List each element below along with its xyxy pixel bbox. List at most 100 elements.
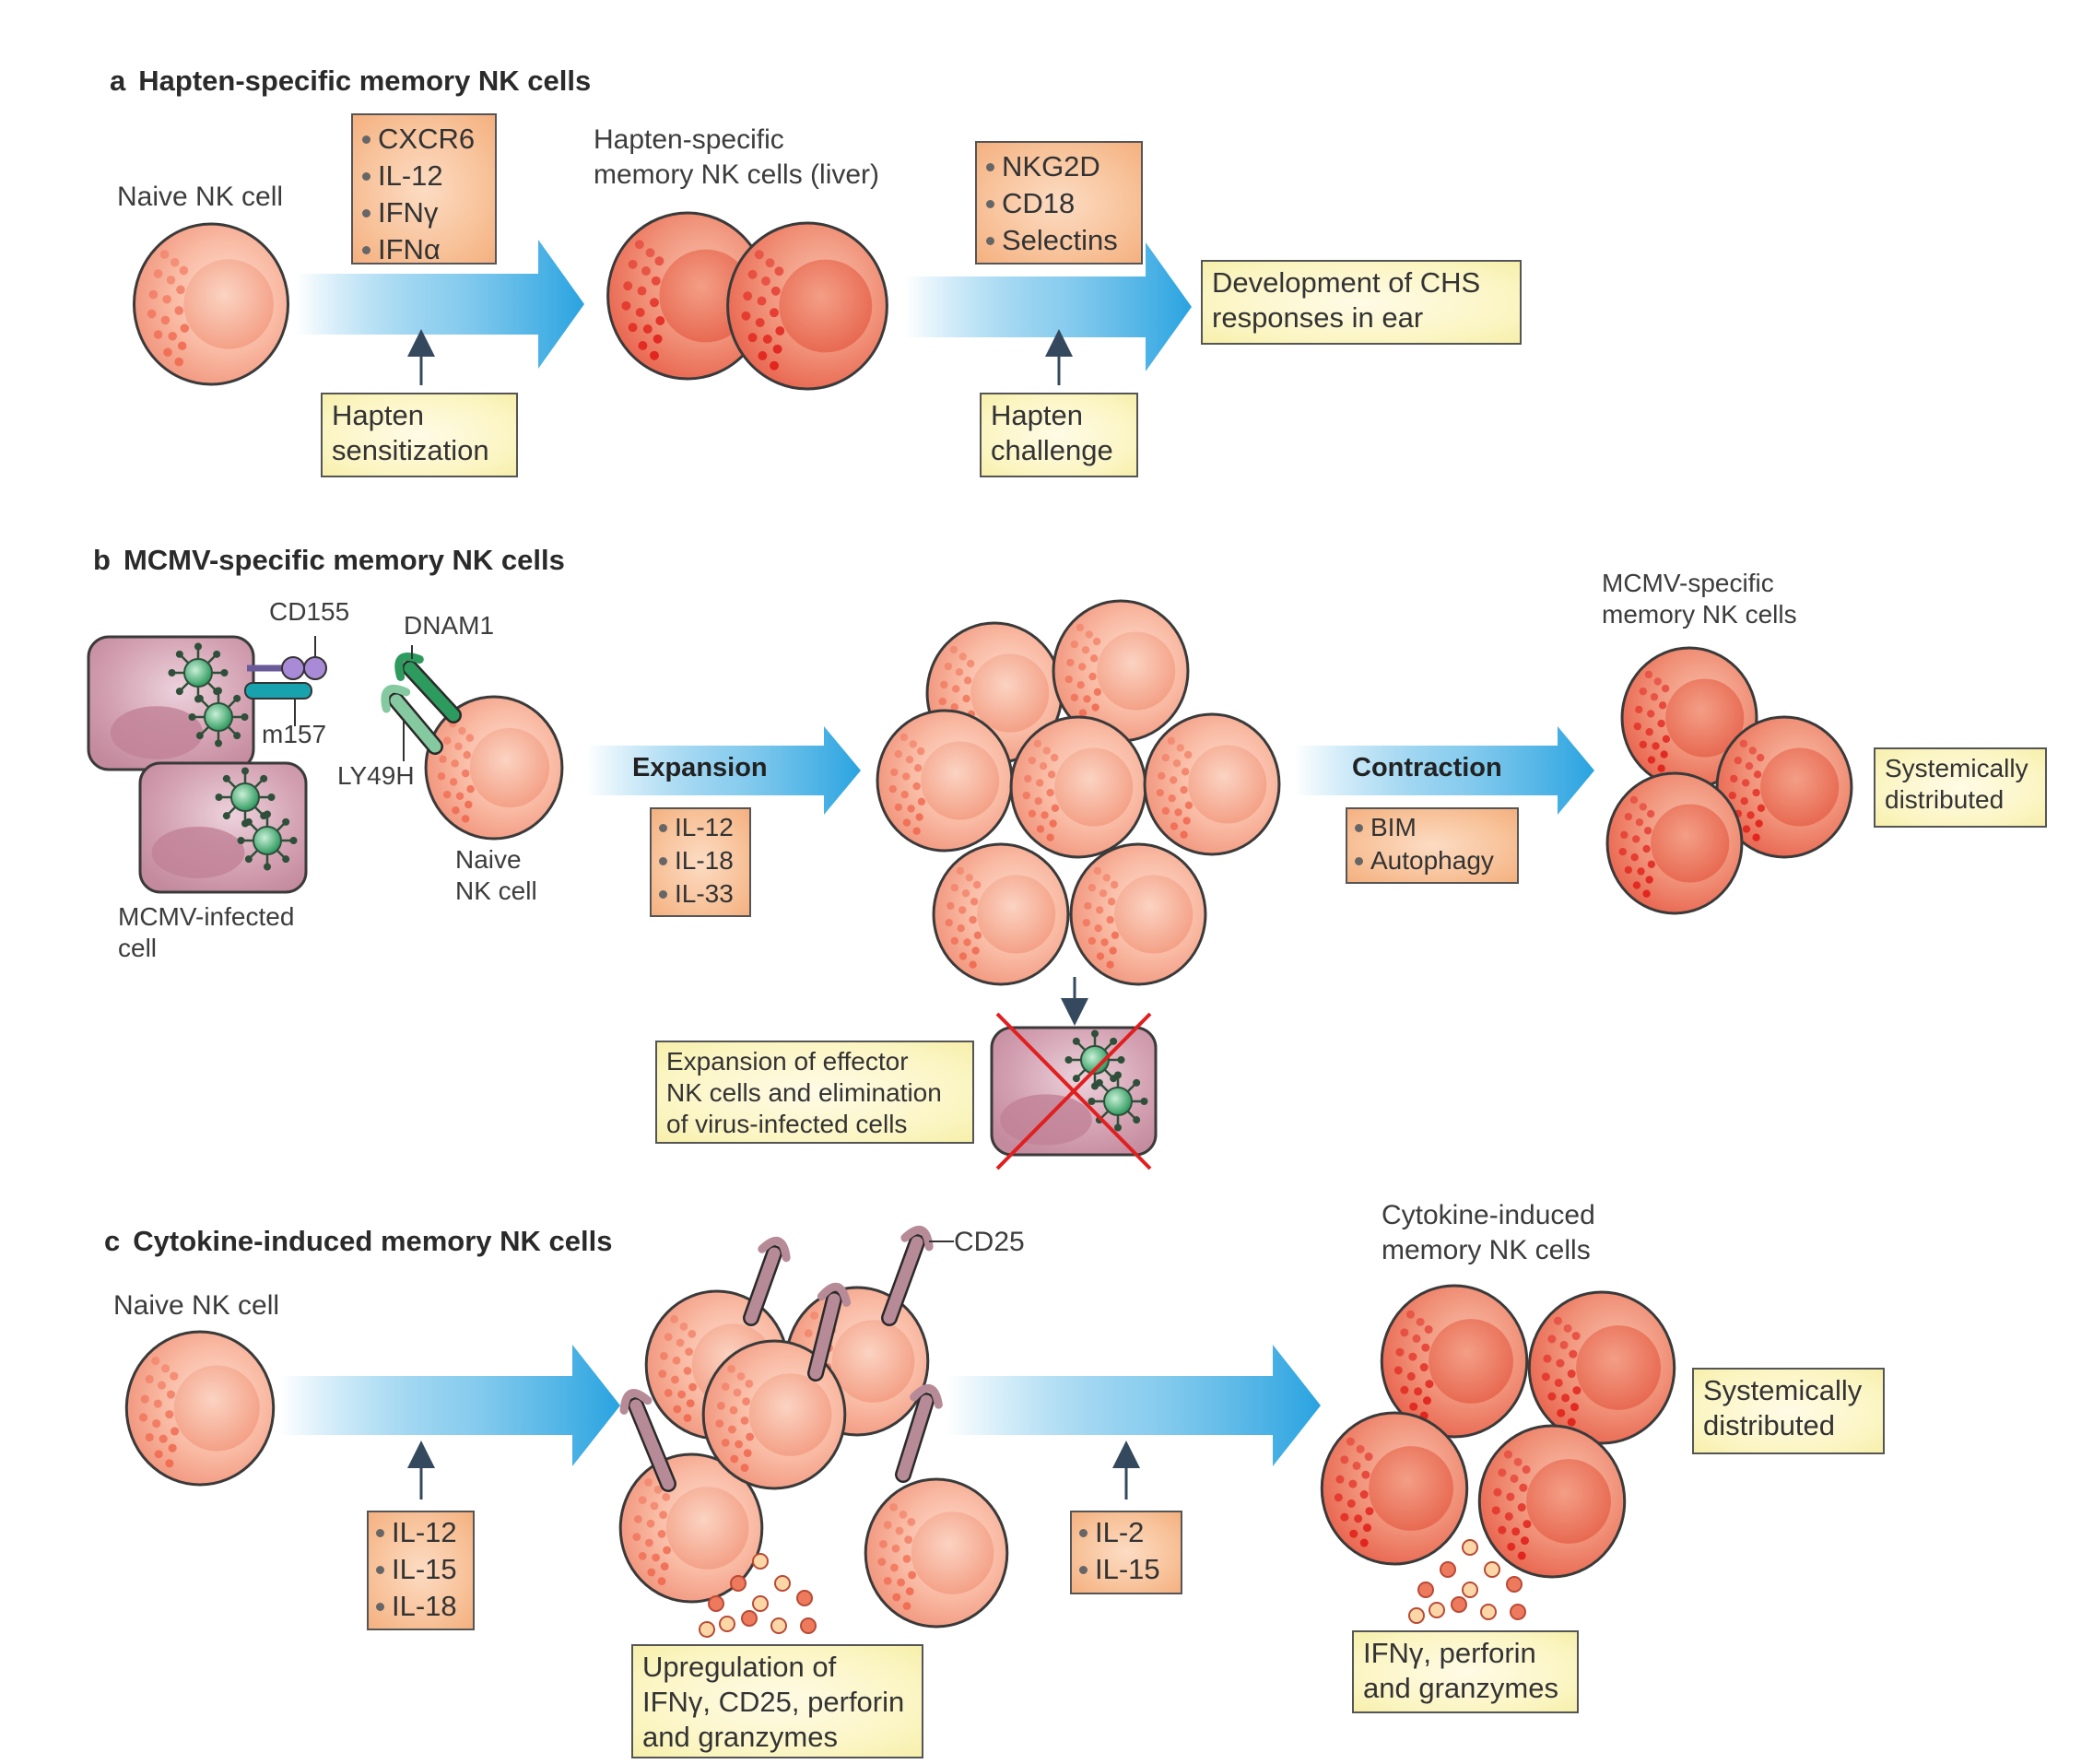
granule xyxy=(917,797,926,806)
granule xyxy=(140,1394,149,1404)
granule xyxy=(1571,1332,1581,1341)
granule xyxy=(765,258,775,268)
granule xyxy=(1046,788,1054,797)
granule xyxy=(894,803,903,812)
granule xyxy=(163,347,172,357)
virus-spike-tip xyxy=(282,817,290,826)
granule xyxy=(1096,952,1105,960)
granule xyxy=(1106,960,1114,969)
receptor-head xyxy=(619,1389,653,1415)
granule xyxy=(1624,812,1633,821)
granule xyxy=(1556,1358,1565,1368)
granule xyxy=(916,747,925,756)
granule xyxy=(810,1311,818,1320)
granule xyxy=(1078,709,1088,717)
naive-nk-cell xyxy=(1143,712,1281,856)
granule xyxy=(877,1558,887,1566)
virus-spike-tip xyxy=(1064,1056,1073,1064)
granule xyxy=(660,1562,669,1570)
cd25-label: CD25 xyxy=(954,1227,1025,1257)
granule xyxy=(1643,827,1652,835)
naive-nk-cell xyxy=(424,695,564,841)
cell-nucleus xyxy=(1054,747,1134,827)
virus-spike-tip xyxy=(260,774,268,782)
virus-spike-tip xyxy=(194,642,202,651)
granule xyxy=(1096,906,1104,914)
virus-spike-tip xyxy=(1133,1078,1141,1087)
granule xyxy=(743,1449,752,1457)
virus-spike-tip xyxy=(168,669,176,676)
granule xyxy=(1647,756,1656,764)
granule xyxy=(1650,693,1659,701)
granule xyxy=(1639,803,1647,811)
granule xyxy=(1050,753,1059,762)
virus-spike-tip xyxy=(241,713,249,721)
granule xyxy=(1632,835,1640,843)
granule xyxy=(952,685,960,693)
granule xyxy=(465,734,475,742)
granule xyxy=(1066,658,1075,667)
granule xyxy=(461,769,470,778)
granule xyxy=(761,276,770,286)
granule xyxy=(650,298,659,308)
granule xyxy=(962,694,970,703)
granule xyxy=(1110,880,1119,889)
granule xyxy=(1624,865,1633,875)
granule xyxy=(1088,883,1097,892)
granule xyxy=(1620,830,1629,840)
granule xyxy=(1639,687,1648,696)
granule xyxy=(1362,1523,1371,1533)
cd155-domain xyxy=(303,656,327,680)
granule xyxy=(1662,735,1671,743)
receptor-stalk xyxy=(404,662,460,722)
virus-spike-tip xyxy=(233,732,241,740)
virus-spike-tip xyxy=(1117,1056,1125,1064)
naive-nk-cell xyxy=(864,1477,1009,1629)
granule xyxy=(902,772,911,781)
ly49h-label: LY49H xyxy=(337,761,415,790)
granule xyxy=(688,1330,697,1338)
granule xyxy=(166,1390,176,1399)
cell-nucleus xyxy=(911,1511,994,1594)
granule xyxy=(1510,1474,1519,1483)
virus-spike-tip xyxy=(1140,1098,1148,1105)
panel-a-letter: a xyxy=(110,65,126,97)
granule xyxy=(1491,1506,1500,1515)
granule xyxy=(729,1405,738,1415)
granule xyxy=(1393,1366,1403,1375)
panel-c-naive-label: Naive NK cell xyxy=(113,1290,280,1321)
granule xyxy=(1756,753,1765,762)
virus-spike-tip xyxy=(195,694,204,702)
arrow-shape xyxy=(905,242,1192,371)
granule xyxy=(1523,1520,1532,1529)
secreted-granule xyxy=(1480,1604,1497,1620)
granule xyxy=(1093,866,1102,876)
panel-a-trigger-2-box: Hapten challenge xyxy=(980,393,1138,477)
factor-item: CXCR6 xyxy=(362,121,486,158)
granule xyxy=(1547,1335,1557,1344)
cell-nucleus xyxy=(173,1365,260,1452)
granule xyxy=(904,1535,912,1544)
effector-expansion-box: Expansion of effector NK cells and elimi… xyxy=(655,1041,974,1144)
granule xyxy=(1739,739,1748,748)
granule xyxy=(153,330,163,339)
secreted-granule xyxy=(699,1621,715,1638)
granule xyxy=(455,792,464,801)
granule xyxy=(683,1414,692,1422)
granule xyxy=(905,756,914,764)
virus-spike-tip xyxy=(220,669,229,676)
granule xyxy=(1349,1529,1358,1538)
arrow-shape xyxy=(947,1345,1321,1466)
bullet-icon xyxy=(659,856,667,865)
granule xyxy=(652,1553,660,1562)
granule xyxy=(1156,788,1164,797)
granule xyxy=(894,749,903,759)
virus-particle-icon xyxy=(1088,1071,1148,1132)
granule xyxy=(772,344,782,354)
granule xyxy=(1172,759,1182,768)
virus-spike-tip xyxy=(264,863,271,871)
granule xyxy=(1503,1450,1512,1459)
granule xyxy=(958,653,967,661)
